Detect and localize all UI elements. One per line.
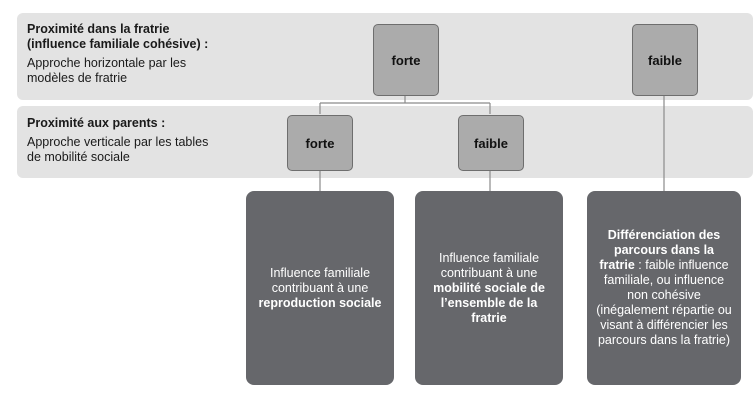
outcome-differenciation-bold: Différenciation des parcours dans la fra… <box>599 228 721 272</box>
outcome-differenciation-text: : faible influence familiale, ou influen… <box>596 258 732 347</box>
outcome-mobilite-bold: mobilité sociale de l’ensemble de la fra… <box>433 280 545 325</box>
outcome-mobilite: Influence familiale contribuant à une mo… <box>415 191 563 385</box>
row-fratrie-title: Proximité dans la fratrie (influence fam… <box>27 22 209 51</box>
node-fratrie-faible: faible <box>632 24 698 96</box>
node-parents-forte: forte <box>287 115 353 171</box>
outcome-reproduction-bold: reproduction sociale <box>258 295 382 310</box>
outcome-reproduction: Influence familiale contribuant à une re… <box>246 191 394 385</box>
row-parents: Proximité aux parents : Approche vertica… <box>17 106 753 178</box>
outcome-reproduction-text: Influence familiale contribuant à une <box>269 265 371 295</box>
row-fratrie-subtitle: Approche horizontale par les modèles de … <box>27 56 187 85</box>
row-parents-title: Proximité aux parents : <box>27 116 166 130</box>
node-parents-faible: faible <box>458 115 524 171</box>
outcome-mobilite-text: Influence familiale contribuant à une <box>438 250 540 280</box>
outcome-differenciation: Différenciation des parcours dans la fra… <box>587 191 741 385</box>
node-fratrie-forte: forte <box>373 24 439 96</box>
row-parents-subtitle: Approche verticale par les tables de mob… <box>27 135 209 164</box>
